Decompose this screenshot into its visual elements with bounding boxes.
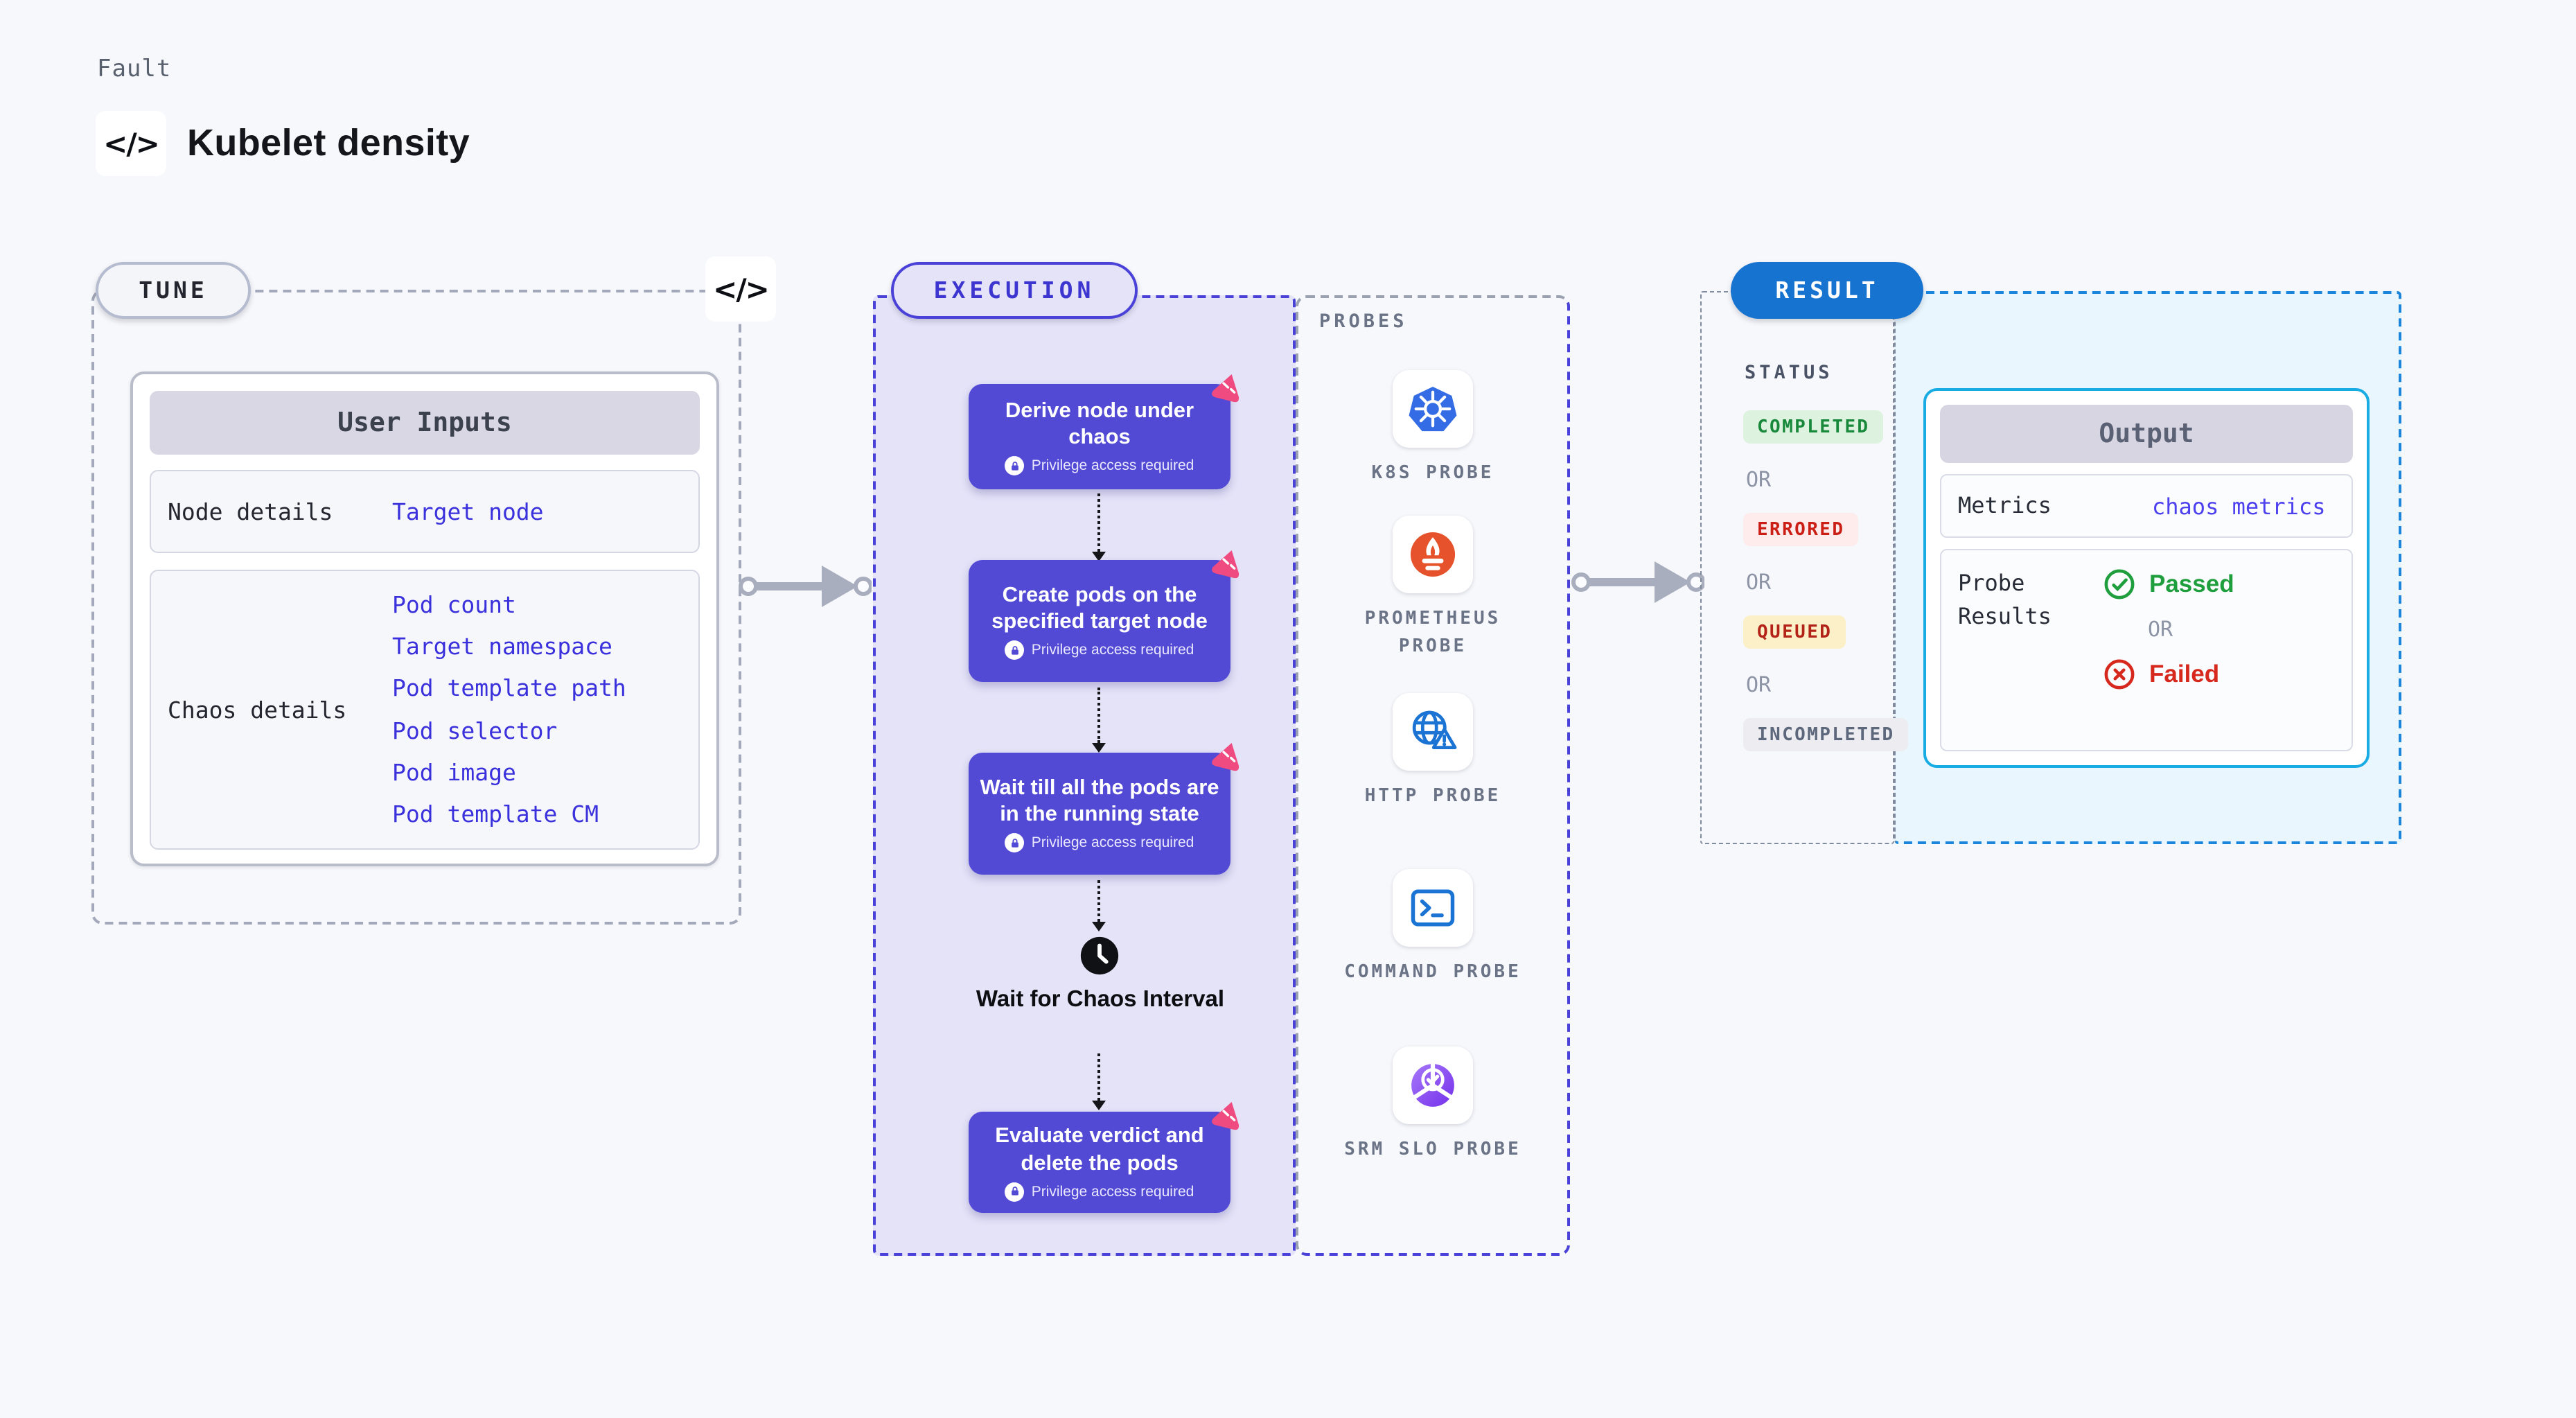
arrow-execution-to-result bbox=[1571, 561, 1704, 603]
probe-results-label: Probe Results bbox=[1958, 570, 2052, 629]
chaos-metrics-value: chaos metrics bbox=[2152, 493, 2326, 519]
failed-row: Failed bbox=[2102, 657, 2234, 692]
link-pod-template-cm[interactable]: Pod template CM bbox=[392, 800, 599, 828]
terminal-icon bbox=[1393, 869, 1473, 947]
table-row-node-details: Node details Target node bbox=[150, 470, 700, 553]
row-label: Node details bbox=[168, 498, 333, 525]
prometheus-flame-icon bbox=[1393, 516, 1473, 593]
connector-arrow bbox=[1092, 880, 1106, 931]
status-badge-queued: QUEUED bbox=[1743, 615, 1846, 649]
probe-prometheus: PROMETHEUS PROBE bbox=[1296, 516, 1570, 660]
check-circle-icon bbox=[2104, 569, 2135, 599]
step-title: Create pods on the specified target node bbox=[991, 583, 1208, 633]
link-target-node[interactable]: Target node bbox=[392, 498, 544, 525]
step-wait-pods-running: Wait till all the pods are in the runnin… bbox=[969, 743, 1240, 875]
link-pod-image[interactable]: Pod image bbox=[392, 759, 516, 786]
probe-label: HTTP PROBE bbox=[1364, 786, 1501, 807]
privilege-badge-text: Privilege access required bbox=[1031, 1183, 1194, 1200]
privilege-badge: Privilege access required bbox=[1005, 833, 1194, 853]
output-header: Output bbox=[1940, 405, 2353, 463]
status-badge-incompleted: INCOMPLETED bbox=[1743, 718, 1909, 751]
failed-text: Failed bbox=[2149, 660, 2220, 688]
tune-label: TUNE bbox=[96, 262, 251, 319]
privilege-badge: Privilege access required bbox=[1005, 1182, 1194, 1202]
status-badges: COMPLETED OR ERRORED OR QUEUED OR INCOMP… bbox=[1743, 410, 1909, 775]
probe-results-row: Probe Results Passed OR Failed bbox=[1940, 549, 2353, 751]
or-text: OR bbox=[2148, 617, 2173, 642]
probe-label: COMMAND PROBE bbox=[1344, 962, 1521, 983]
chaos-pink-icon bbox=[1212, 374, 1240, 403]
probe-results-values: Passed OR Failed bbox=[2102, 567, 2234, 750]
page-header: </> Kubelet density bbox=[96, 111, 470, 176]
page-title: Kubelet density bbox=[187, 122, 470, 164]
step-evaluate-verdict: Evaluate verdict and delete the pods Pri… bbox=[969, 1102, 1240, 1213]
probe-srm-slo: SRM SLO PROBE bbox=[1296, 1047, 1570, 1164]
connector-arrow bbox=[1092, 688, 1106, 753]
chaos-pink-icon bbox=[1212, 743, 1240, 771]
step-title: Derive node under chaos bbox=[1005, 399, 1194, 449]
status-badge-errored: ERRORED bbox=[1743, 513, 1859, 546]
lock-icon bbox=[1005, 833, 1025, 853]
probe-label: K8S PROBE bbox=[1371, 463, 1494, 484]
arrow-tune-to-execution bbox=[739, 566, 872, 607]
link-pod-selector[interactable]: Pod selector bbox=[392, 717, 558, 744]
chaos-pink-icon bbox=[1212, 1102, 1240, 1130]
status-badge-completed: COMPLETED bbox=[1743, 410, 1884, 444]
wait-for-chaos-interval-label: Wait for Chaos Interval bbox=[976, 987, 1225, 1012]
privilege-badge-text: Privilege access required bbox=[1031, 834, 1194, 852]
probe-label: PROMETHEUS PROBE bbox=[1364, 609, 1501, 656]
row-label: Chaos details bbox=[168, 697, 347, 723]
privilege-badge: Privilege access required bbox=[1005, 640, 1194, 660]
probes-label: PROBES bbox=[1319, 310, 1408, 333]
execution-section-box: Derive node under chaos Privilege access… bbox=[873, 295, 1296, 1256]
metrics-row: Metrics chaos metrics bbox=[1940, 474, 2353, 538]
code-icon: </> bbox=[96, 111, 166, 176]
connector-arrow bbox=[1092, 1053, 1106, 1110]
clock-icon bbox=[1080, 936, 1119, 975]
privilege-badge-text: Privilege access required bbox=[1031, 642, 1194, 659]
probe-http: HTTP PROBE bbox=[1296, 693, 1570, 810]
or-text: OR bbox=[1746, 570, 1772, 595]
status-heading: STATUS bbox=[1745, 362, 1833, 384]
privilege-badge: Privilege access required bbox=[1005, 456, 1194, 476]
slo-donut-check-icon bbox=[1393, 1047, 1473, 1124]
step-create-pods: Create pods on the specified target node… bbox=[969, 550, 1240, 682]
probe-command: COMMAND PROBE bbox=[1296, 869, 1570, 986]
lock-icon bbox=[1005, 640, 1025, 660]
step-derive-node: Derive node under chaos Privilege access… bbox=[969, 374, 1240, 489]
link-target-namespace[interactable]: Target namespace bbox=[392, 633, 612, 660]
chaos-detail-links: Pod count Target namespace Pod template … bbox=[392, 592, 626, 828]
step-title: Evaluate verdict and delete the pods bbox=[995, 1124, 1204, 1175]
output-table: Output Metrics chaos metrics Probe Resul… bbox=[1923, 388, 2370, 768]
or-text: OR bbox=[1746, 467, 1772, 492]
user-inputs-header: User Inputs bbox=[150, 391, 700, 455]
metrics-label: Metrics bbox=[1958, 492, 2052, 518]
or-text: OR bbox=[1746, 672, 1772, 697]
passed-row: Passed bbox=[2102, 567, 2234, 602]
fault-eyebrow: Fault bbox=[97, 55, 172, 83]
passed-text: Passed bbox=[2149, 570, 2234, 597]
probe-label: SRM SLO PROBE bbox=[1344, 1139, 1521, 1160]
table-row-chaos-details: Chaos details Pod count Target namespace… bbox=[150, 570, 700, 850]
tune-code-icon: </> bbox=[705, 256, 776, 322]
globe-warning-icon bbox=[1393, 693, 1473, 771]
privilege-badge-text: Privilege access required bbox=[1031, 457, 1194, 475]
connector-arrow bbox=[1092, 493, 1106, 561]
probe-k8s: K8S PROBE bbox=[1296, 370, 1570, 487]
user-inputs-table: User Inputs Node details Target node Cha… bbox=[130, 371, 719, 866]
probes-section-box bbox=[1296, 295, 1570, 1256]
x-circle-icon bbox=[2104, 659, 2135, 690]
chaos-pink-icon bbox=[1212, 550, 1240, 579]
link-pod-template-path[interactable]: Pod template path bbox=[392, 675, 626, 702]
lock-icon bbox=[1005, 456, 1025, 476]
result-label: RESULT bbox=[1731, 262, 1923, 319]
step-title: Wait till all the pods are in the runnin… bbox=[980, 776, 1219, 826]
tune-section-box bbox=[91, 290, 741, 925]
kubernetes-icon bbox=[1393, 370, 1473, 448]
link-pod-count[interactable]: Pod count bbox=[392, 592, 516, 618]
execution-label: EXECUTION bbox=[891, 262, 1138, 319]
lock-icon bbox=[1005, 1182, 1025, 1202]
